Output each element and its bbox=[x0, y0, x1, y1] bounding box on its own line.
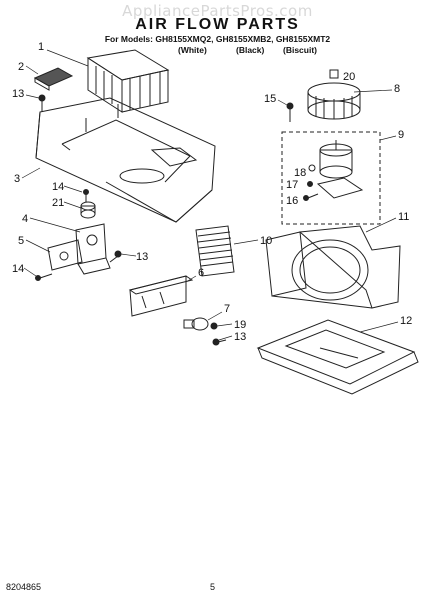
part-13-screw-lower[interactable] bbox=[212, 338, 227, 346]
callout-10: 10 bbox=[260, 235, 272, 247]
part-8-blower-wheel[interactable] bbox=[307, 82, 361, 120]
callout-11: 11 bbox=[398, 211, 409, 223]
callout-19: 19 bbox=[234, 319, 246, 331]
part-13-screw-middle[interactable] bbox=[109, 250, 122, 263]
page-title: AIR FLOW PARTS bbox=[135, 16, 300, 33]
callout-4: 4 bbox=[22, 213, 28, 225]
part-3-air-duct[interactable] bbox=[35, 97, 216, 223]
page-number: 5 bbox=[210, 582, 216, 592]
part-number: 8204865 bbox=[6, 582, 42, 592]
part-9-blower-motor[interactable] bbox=[316, 140, 364, 199]
part-15-screw[interactable] bbox=[286, 102, 294, 122]
variant-white: (White) bbox=[178, 45, 207, 55]
part-17-motor-nut[interactable] bbox=[307, 181, 313, 187]
part-2-damper[interactable] bbox=[33, 67, 74, 91]
watermark: AppliancePartsPros.com bbox=[122, 2, 313, 20]
callout-20: 20 bbox=[343, 71, 355, 83]
part-18-motor-cap[interactable] bbox=[308, 164, 316, 172]
callout-14-lower: 14 bbox=[12, 263, 24, 275]
callout-14-upper: 14 bbox=[52, 181, 64, 193]
callout-21: 21 bbox=[52, 197, 64, 209]
part-4-mounting-bracket[interactable] bbox=[75, 223, 111, 275]
part-12-base-plate[interactable] bbox=[256, 319, 419, 395]
part-10-filter-grille[interactable] bbox=[195, 225, 235, 277]
part-6-lamp-housing[interactable] bbox=[128, 275, 194, 317]
part-9-motor-assembly-box bbox=[281, 131, 381, 225]
part-14-screw-upper[interactable] bbox=[83, 189, 89, 203]
callout-16: 16 bbox=[286, 195, 298, 207]
models-line: For Models: GH8155XMQ2, GH8155XMB2, GH81… bbox=[104, 34, 331, 44]
callout-2: 2 bbox=[18, 61, 24, 73]
callout-9: 9 bbox=[398, 129, 404, 141]
callout-6: 6 bbox=[198, 267, 204, 279]
part-1-vent-grille[interactable] bbox=[86, 49, 170, 113]
part-11-blower-housing[interactable] bbox=[265, 225, 401, 309]
part-5-switch-plate[interactable] bbox=[47, 239, 83, 271]
callout-8: 8 bbox=[394, 83, 400, 95]
part-14-screw-lower[interactable] bbox=[35, 273, 53, 281]
part-20-wheel-nut[interactable] bbox=[329, 69, 339, 79]
callout-7: 7 bbox=[224, 303, 230, 315]
callout-12: 12 bbox=[400, 315, 412, 327]
part-19-bulb-socket[interactable] bbox=[210, 322, 218, 330]
part-21-thermal-fuse[interactable] bbox=[80, 201, 96, 219]
part-7-light-bulb[interactable] bbox=[183, 317, 209, 331]
part-16-motor-screw[interactable] bbox=[303, 193, 319, 201]
callout-15: 15 bbox=[264, 93, 276, 105]
callout-13-lower: 13 bbox=[234, 331, 246, 343]
variant-black: (Black) bbox=[236, 45, 265, 55]
callout-3: 3 bbox=[14, 173, 20, 185]
callout-13-top: 13 bbox=[12, 88, 24, 100]
callout-13-middle: 13 bbox=[136, 251, 148, 263]
callout-5: 5 bbox=[18, 235, 24, 247]
callout-17: 17 bbox=[286, 179, 298, 191]
part-13-screw-top[interactable] bbox=[38, 94, 46, 112]
callout-18: 18 bbox=[294, 167, 306, 179]
callout-1: 1 bbox=[38, 41, 44, 53]
variant-biscuit: (Biscuit) bbox=[283, 45, 317, 55]
